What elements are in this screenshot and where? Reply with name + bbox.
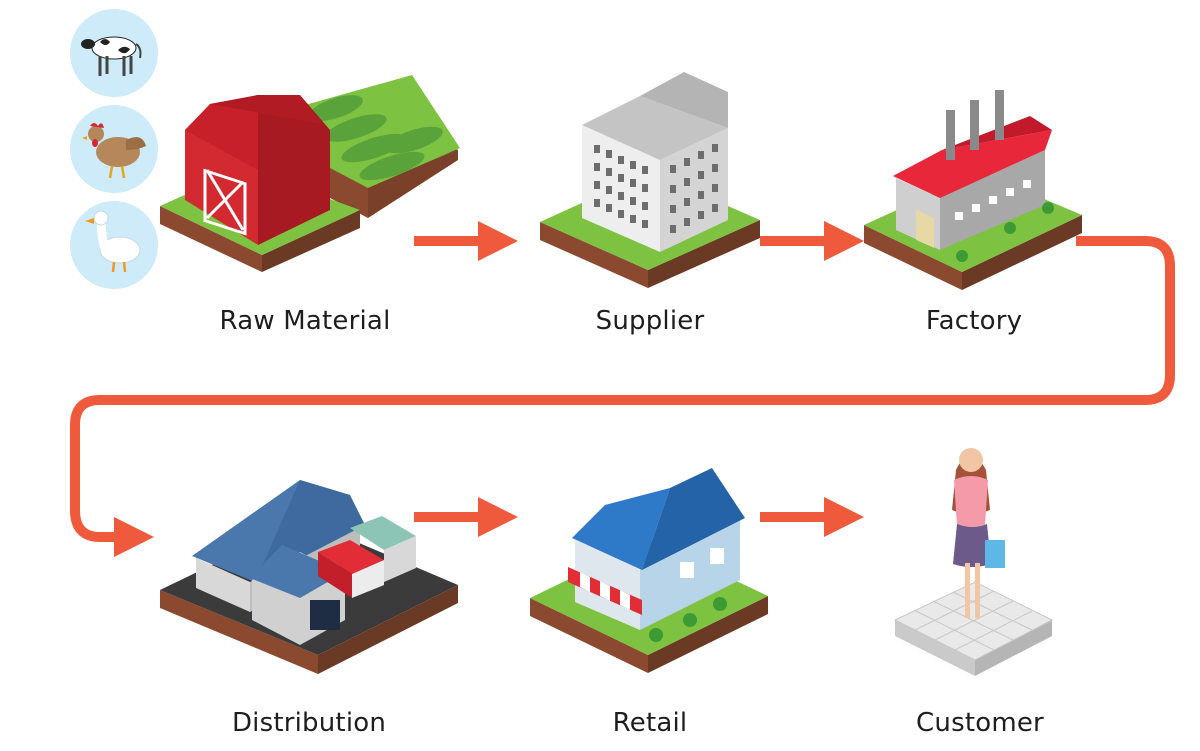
label-supplier: Supplier xyxy=(595,306,705,336)
raw-material-illustration xyxy=(160,75,460,272)
label-retail: Retail xyxy=(612,708,688,738)
arrow-factory-to-distribution xyxy=(70,236,1175,557)
duck-icon xyxy=(70,201,158,289)
label-raw-material: Raw Material xyxy=(219,306,391,336)
label-factory: Factory xyxy=(925,306,1023,336)
supplier-illustration xyxy=(540,72,760,288)
cow-icon xyxy=(70,9,158,97)
label-distribution: Distribution xyxy=(231,708,387,738)
label-customer: Customer xyxy=(916,708,1044,738)
factory-illustration xyxy=(864,90,1082,290)
chicken-icon xyxy=(70,105,158,193)
customer-illustration xyxy=(893,448,1054,676)
distribution-illustration xyxy=(160,480,458,674)
flow-arrows xyxy=(70,221,1175,557)
retail-illustration xyxy=(530,468,768,673)
